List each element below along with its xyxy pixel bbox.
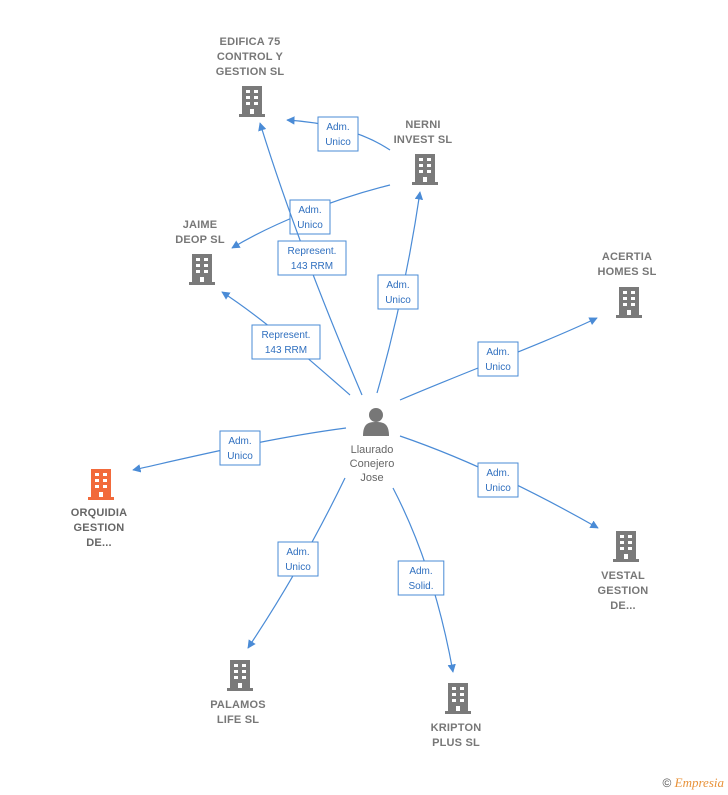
edge-label-box: [377, 274, 419, 310]
edge-center-vestal: Adm. Unico: [399, 435, 599, 529]
footer-brand[interactable]: © Empresia: [662, 775, 724, 791]
company-label: EDIFICA 75: [220, 36, 281, 48]
company-label: LIFE SL: [217, 714, 259, 726]
edge-label-text: Adm.: [486, 347, 509, 358]
person-icon: [363, 408, 389, 436]
edge-label-text: Adm.: [486, 468, 509, 479]
company-node-orquidia[interactable]: ORQUIDIA GESTION DE...: [71, 469, 128, 549]
edge-label-box: [477, 341, 519, 377]
edge-label-text: Adm.: [386, 280, 409, 291]
edge-label-text: Represent.: [288, 246, 337, 257]
person-label: Conejero: [350, 458, 395, 470]
edge-label[interactable]: Adm. Unico: [277, 541, 319, 577]
edge-label-text: Represent.: [262, 330, 311, 341]
edge-label-box: [251, 324, 321, 360]
company-node-kripton[interactable]: KRIPTON PLUS SL: [431, 683, 482, 749]
edge-label-text: Unico: [227, 451, 253, 462]
edge-center-orquidia: Adm. Unico: [132, 427, 347, 473]
edge-label-text: Unico: [385, 295, 411, 306]
building-icon: [412, 154, 438, 185]
company-node-palamos[interactable]: PALAMOS LIFE SL: [210, 660, 266, 726]
company-label: JAIME: [183, 219, 218, 231]
company-label: CONTROL Y: [217, 51, 284, 63]
edge-label-text: Adm.: [409, 566, 432, 577]
edge-label-box: [277, 240, 347, 276]
company-label: ORQUIDIA: [71, 507, 128, 519]
company-label: HOMES SL: [597, 266, 656, 278]
company-label: DE...: [610, 600, 635, 612]
company-label: PALAMOS: [210, 699, 266, 711]
edge-label-text: 143 RRM: [291, 261, 333, 272]
edge-nerni-edifica: Adm. Unico: [286, 116, 391, 152]
edge-label-box: [277, 541, 319, 577]
edge-label-text: Adm.: [326, 122, 349, 133]
edge-label-text: Adm.: [298, 205, 321, 216]
edge-label-text: Solid.: [408, 581, 433, 592]
edge-nerni-jaime: Adm. Unico: [231, 184, 391, 249]
brand-logo: Empresia: [674, 775, 724, 790]
building-icon: [227, 660, 253, 691]
edge-label[interactable]: Adm. Unico: [289, 199, 331, 235]
edge-label-box: [317, 116, 359, 152]
company-label: KRIPTON: [431, 722, 482, 734]
building-icon: [239, 86, 265, 117]
edge-label[interactable]: Adm. Unico: [477, 462, 519, 498]
company-label: ACERTIA: [602, 251, 652, 263]
company-node-acertia[interactable]: ACERTIA HOMES SL: [597, 251, 656, 318]
company-node-jaime[interactable]: JAIME DEOP SL: [175, 219, 225, 285]
edge-label-text: Unico: [285, 562, 311, 573]
edge-label[interactable]: Represent. 143 RRM: [251, 324, 321, 360]
edge-label[interactable]: Adm. Solid.: [397, 560, 445, 596]
edge-label-text: Unico: [325, 137, 351, 148]
edge-label-text: Unico: [485, 483, 511, 494]
company-label: VESTAL: [601, 570, 645, 582]
person-label: Llaurado: [351, 444, 394, 456]
company-label: DE...: [86, 537, 111, 549]
edge-center-acertia: Adm. Unico: [399, 317, 598, 401]
company-label: GESTION SL: [216, 66, 285, 78]
edge-label-box: [397, 560, 445, 596]
edge-center-nerni: Adm. Unico: [376, 191, 424, 394]
edge-label[interactable]: Adm. Unico: [219, 430, 261, 466]
building-icon: [613, 531, 639, 562]
company-label: NERNI: [405, 119, 440, 131]
company-label: DEOP SL: [175, 234, 225, 246]
edge-label-text: Adm.: [228, 436, 251, 447]
edge-label-text: Unico: [485, 362, 511, 373]
company-label: PLUS SL: [432, 737, 480, 749]
building-icon: [616, 287, 642, 318]
company-node-edifica[interactable]: EDIFICA 75 CONTROL Y GESTION SL: [216, 36, 285, 117]
company-node-nerni[interactable]: NERNI INVEST SL: [394, 119, 453, 185]
edge-center-edifica: Represent. 143 RRM: [258, 122, 363, 396]
edge-label-box: [289, 199, 331, 235]
edge-label[interactable]: Represent. 143 RRM: [277, 240, 347, 276]
edge-center-kripton: Adm. Solid.: [392, 487, 456, 673]
copyright-icon: ©: [662, 776, 672, 790]
edge-label-text: Unico: [297, 220, 323, 231]
company-label: GESTION: [74, 522, 125, 534]
edge-label-box: [219, 430, 261, 466]
edge-label-text: Adm.: [286, 547, 309, 558]
edge-label[interactable]: Adm. Unico: [477, 341, 519, 377]
building-icon: [88, 469, 114, 500]
building-icon: [445, 683, 471, 714]
edge-label-text: 143 RRM: [265, 345, 307, 356]
edge-center-palamos: Adm. Unico: [247, 477, 346, 649]
edge-center-jaime: Represent. 143 RRM: [221, 291, 351, 396]
edge-label-box: [477, 462, 519, 498]
company-label: INVEST SL: [394, 134, 453, 146]
person-label: Jose: [360, 472, 383, 484]
edge-label[interactable]: Adm. Unico: [377, 274, 419, 310]
company-node-vestal[interactable]: VESTAL GESTION DE...: [598, 531, 649, 612]
company-label: GESTION: [598, 585, 649, 597]
building-icon: [189, 254, 215, 285]
edge-label[interactable]: Adm. Unico: [317, 116, 359, 152]
